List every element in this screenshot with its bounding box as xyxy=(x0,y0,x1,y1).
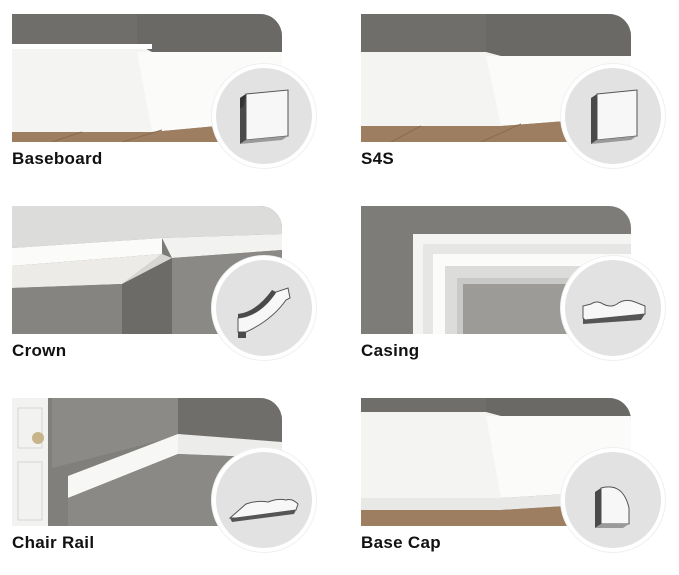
tile-base-cap[interactable]: Base Cap xyxy=(361,398,671,568)
s4s-label: S4S xyxy=(361,149,395,168)
base-cap-profile-icon xyxy=(561,448,665,552)
casing-profile-icon xyxy=(561,256,665,360)
crown-label: Crown xyxy=(12,341,67,360)
crown-profile-icon xyxy=(212,256,316,360)
tile-s4s[interactable]: S4S xyxy=(361,14,671,184)
tile-crown[interactable]: Crown xyxy=(12,206,322,376)
baseboard-profile-icon xyxy=(212,64,316,168)
s4s-profile-icon xyxy=(561,64,665,168)
tile-casing[interactable]: Casing xyxy=(361,206,671,376)
baseboard-label: Baseboard xyxy=(12,149,103,168)
base-cap-label: Base Cap xyxy=(361,533,441,552)
chair-rail-label: Chair Rail xyxy=(12,533,95,552)
tile-chair-rail[interactable]: Chair Rail xyxy=(12,398,322,568)
casing-label: Casing xyxy=(361,341,420,360)
tile-baseboard[interactable]: Baseboard xyxy=(12,14,322,184)
chair-rail-profile-icon xyxy=(212,448,316,552)
